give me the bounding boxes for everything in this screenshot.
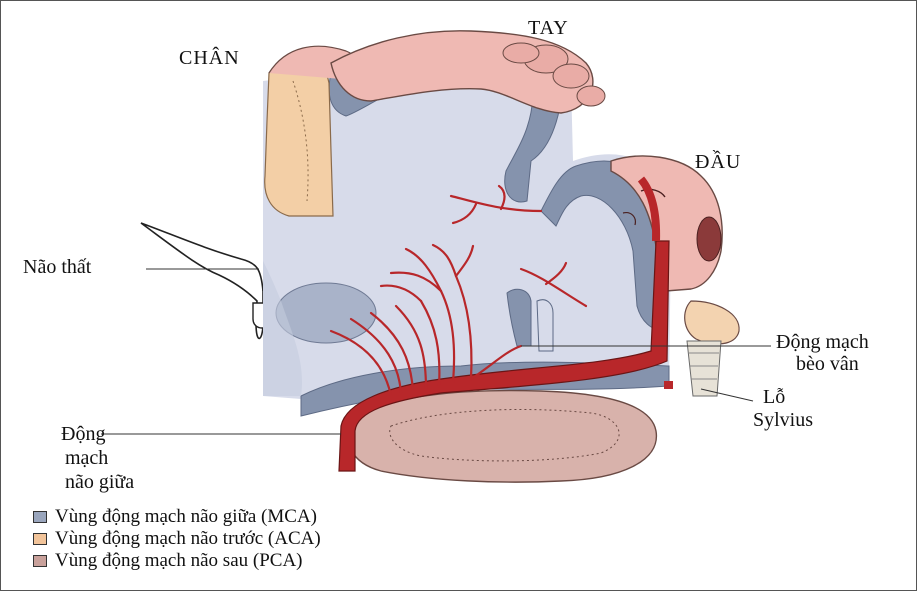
legend-swatch-pca [33,555,47,567]
label-tay: TAY [528,17,569,39]
label-dong-mach-beo-van-line2: bèo vân [796,353,859,375]
legend-item-aca: Vùng động mạch não trước (ACA) [33,528,321,550]
legend-swatch-aca [33,533,47,545]
label-dong-mach-beo-van-line1: Động mạch [776,331,869,353]
label-lo-sylvius-line1: Lỗ [763,386,785,408]
label-nao-that: Não thất [23,256,91,278]
label-dm-nao-giua-line2: mạch [65,447,108,469]
legend-label-mca: Vùng động mạch não giữa (MCA) [55,506,317,528]
legend-label-aca: Vùng động mạch não trước (ACA) [55,528,321,550]
label-dm-nao-giua-line3: não giữa [65,471,134,493]
legend-label-pca: Vùng động mạch não sau (PCA) [55,550,303,572]
pca-region [347,391,656,483]
legend-item-mca: Vùng động mạch não giữa (MCA) [33,506,321,528]
label-lo-sylvius-line2: Sylvius [753,409,813,431]
label-dau: ĐẦU [695,151,741,173]
legend: Vùng động mạch não giữa (MCA) Vùng động … [33,506,321,572]
label-chan: CHÂN [179,47,240,69]
legend-item-pca: Vùng động mạch não sau (PCA) [33,550,321,572]
legend-swatch-mca [33,511,47,523]
label-dm-nao-giua-line1: Động [61,423,105,445]
